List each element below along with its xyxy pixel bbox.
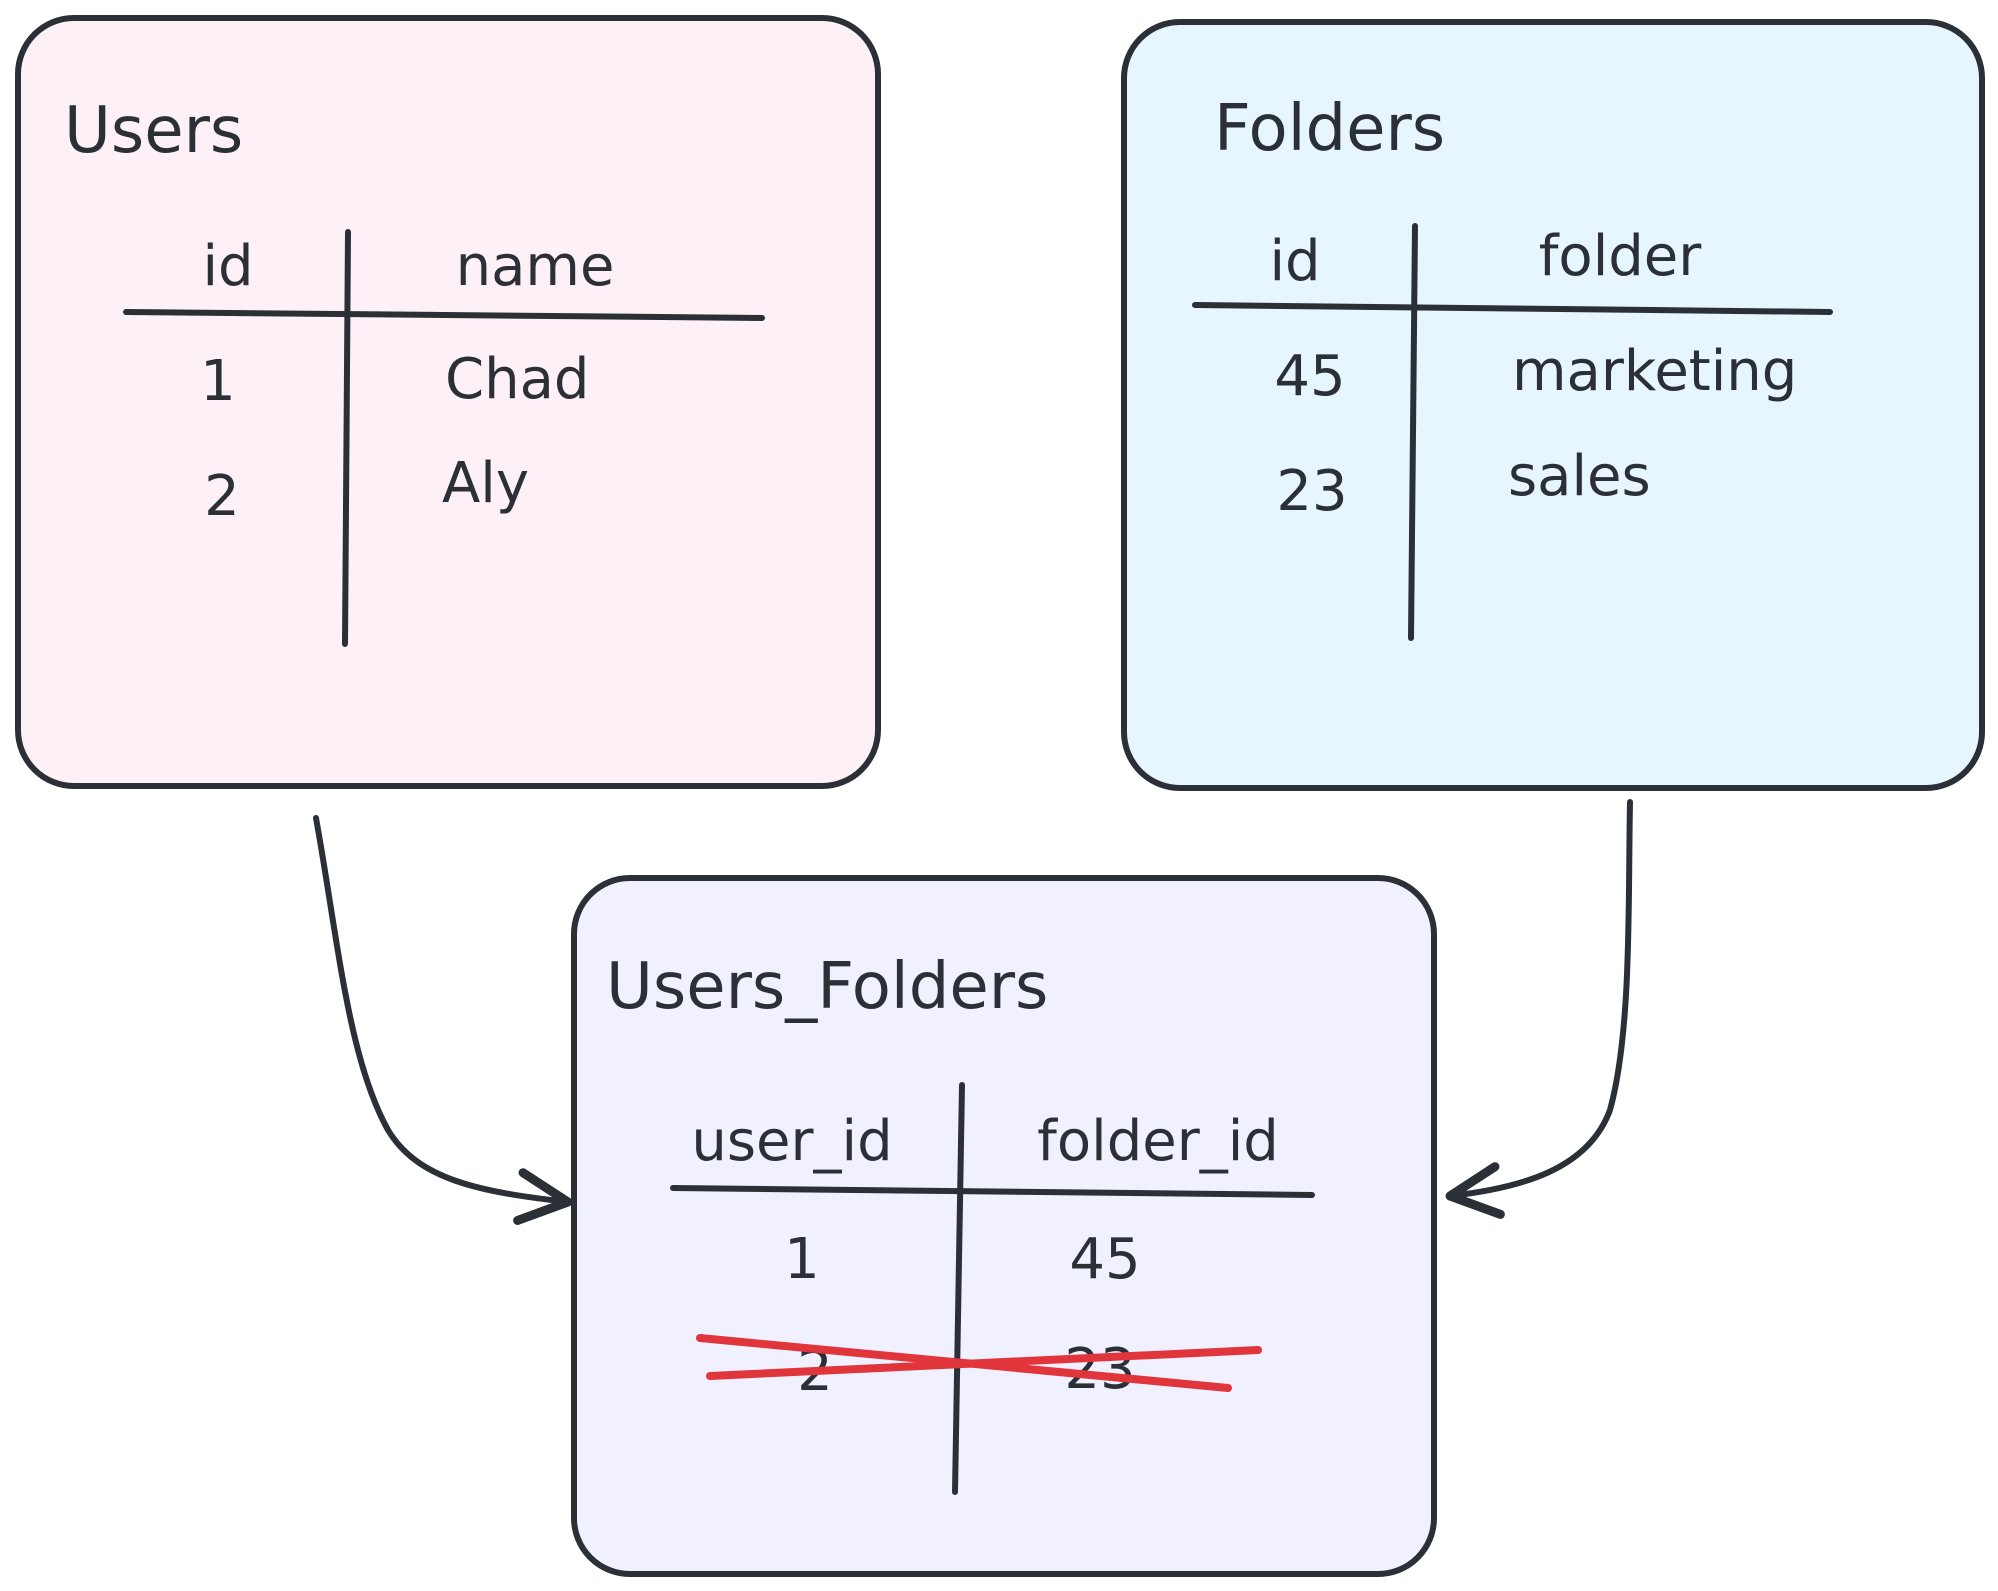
users-folders-row-2-folder-id: 23 [1064,1337,1135,1402]
folders-row-2-id: 23 [1276,459,1347,524]
folders-header-rule [1192,302,1833,315]
folders-col-folder: folder [1539,224,1703,289]
folders-title: Folders [1214,92,1445,166]
users-folders-column-divider [952,1082,965,1495]
users-row-1-name: Chad [445,347,589,412]
users-column-divider [342,229,351,647]
users-folders-header-rule [670,1185,1315,1198]
users-row-1-id: 1 [200,349,236,414]
users-folders-title: Users_Folders [606,950,1048,1024]
folders-row-1-folder: marketing [1512,339,1797,404]
folders-box [1121,19,1985,791]
folders-row-2-folder: sales [1508,444,1651,509]
users-row-2-id: 2 [204,464,240,529]
folders-col-id: id [1269,229,1320,294]
folders-row-1-id: 45 [1274,344,1345,409]
arrow-users-to-join [313,815,573,1225]
users-folders-col-folder-id: folder_id [1037,1109,1279,1174]
arrow-folders-to-join [1445,799,1633,1219]
users-folders-table[interactable]: Users_Folders user_id folder_id 1 45 2 2… [571,875,1437,1577]
users-box [15,15,881,789]
users-col-name: name [456,234,615,299]
users-folders-box [571,875,1437,1577]
folders-column-divider [1408,223,1418,641]
strike-line-2 [706,1346,1262,1380]
users-header-rule [123,309,765,321]
users-col-id: id [202,234,253,299]
users-folders-col-user-id: user_id [691,1109,892,1174]
users-folders-row-1-folder-id: 45 [1069,1227,1140,1292]
users-title: Users [64,94,243,168]
users-folders-row-1-user-id: 1 [784,1227,820,1292]
users-row-2-name: Aly [442,451,529,516]
folders-table[interactable]: Folders id folder 45 marketing 23 sales [1121,19,1985,791]
users-table[interactable]: Users id name 1 Chad 2 Aly [15,15,881,789]
